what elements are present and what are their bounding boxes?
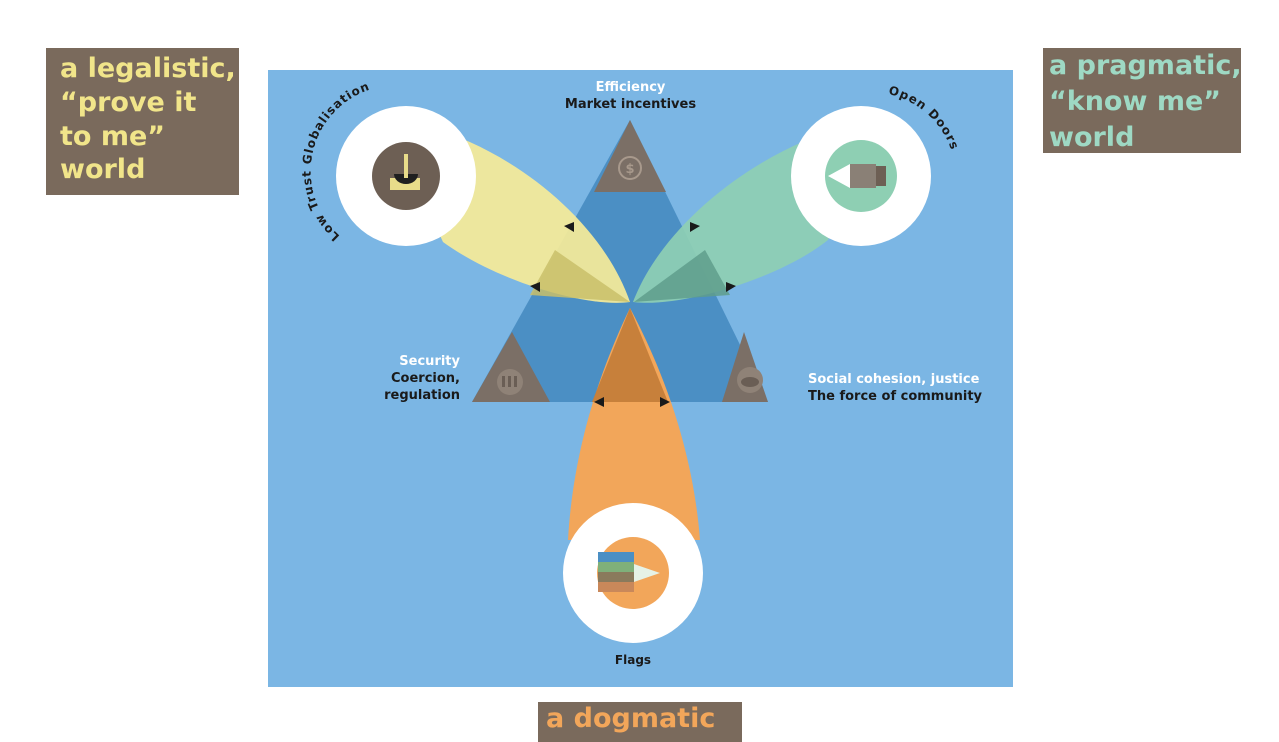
callout-legalistic-line: to me” — [60, 120, 166, 152]
callout-dogmatic-line: a dogmatic — [546, 703, 716, 734]
security-title: Security — [399, 354, 460, 369]
callout-dogmatic: a dogmatic — [538, 702, 742, 742]
callout-pragmatic-line: “know me” — [1049, 85, 1222, 117]
scales-icon — [336, 106, 476, 246]
arrow-markers — [530, 222, 736, 407]
callout-pragmatic: a pragmatic, “know me” world — [1043, 48, 1242, 153]
bank-icon — [497, 369, 523, 395]
overlap-yellow — [530, 250, 630, 302]
callout-pragmatic-line: a pragmatic, — [1049, 50, 1242, 81]
efficiency-subtitle: Market incentives — [564, 96, 697, 112]
overlap-teal — [634, 250, 730, 302]
security-line2: regulation — [384, 387, 460, 403]
label-efficiency: Efficiency Market incentives — [558, 80, 703, 114]
svg-text:$: $ — [625, 162, 634, 177]
scenario-diagram: $ — [268, 70, 1013, 687]
dollar-icon: $ — [618, 156, 642, 180]
corner-left — [472, 332, 550, 402]
social-cohesion-title: Social cohesion, justice — [808, 372, 980, 387]
central-triangle — [472, 120, 768, 402]
label-security: Security Coercion, regulation — [364, 354, 460, 405]
efficiency-title: Efficiency — [595, 80, 666, 95]
callout-legalistic: a legalistic, “prove it to me” world — [46, 48, 239, 195]
callout-legalistic-line: world — [60, 154, 146, 186]
callout-legalistic-line: “prove it — [60, 86, 197, 118]
security-line1: Coercion, — [391, 370, 460, 386]
callout-pragmatic-line: world — [1049, 121, 1135, 153]
cone-flags — [568, 308, 700, 540]
social-cohesion-subtitle: The force of community — [808, 388, 983, 404]
flags-icon — [563, 503, 703, 643]
label-social-cohesion: Social cohesion, justice The force of co… — [808, 372, 982, 406]
diagram-graphic: $ — [300, 79, 961, 667]
overlap-orange — [592, 308, 668, 402]
scenario-label-flags: Flags — [615, 653, 651, 667]
door-icon — [791, 106, 931, 246]
callout-legalistic-line: a legalistic, — [60, 53, 236, 84]
hands-icon — [737, 367, 763, 393]
